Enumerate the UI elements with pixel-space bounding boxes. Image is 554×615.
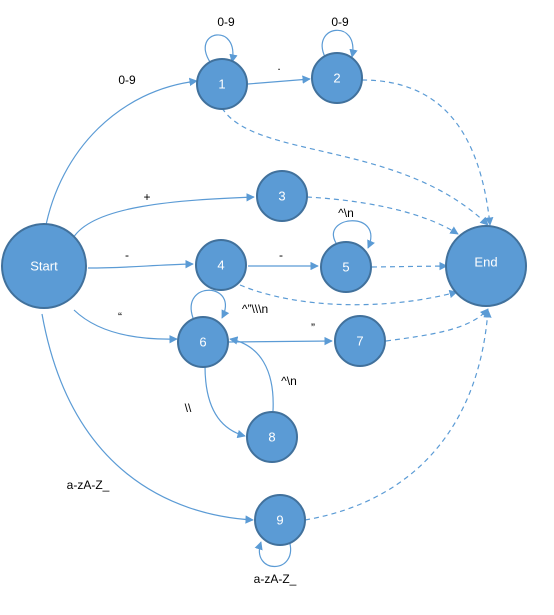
edge-label-start-9: a-zA-Z_ (67, 478, 110, 492)
edge-label-6-6: ^”\\\n (242, 302, 268, 316)
node-label-3: 3 (278, 189, 285, 204)
node-label-8: 8 (268, 430, 275, 445)
edge-8-6 (229, 336, 274, 412)
node-start: Start (1, 223, 87, 309)
edge-label-5-5: ^\n (338, 206, 354, 220)
node-label-start: Start (30, 259, 58, 274)
node-2: 2 (311, 52, 363, 104)
edge-9-end (304, 309, 492, 521)
node-label-1: 1 (218, 77, 225, 92)
edge-6-7 (227, 336, 333, 346)
node-6: 6 (177, 316, 229, 368)
node-label-9: 9 (276, 513, 283, 528)
edge-1-2 (247, 75, 311, 85)
edge-label-start-4: - (125, 248, 129, 262)
node-9: 9 (254, 494, 306, 546)
edge-2-end (361, 79, 494, 226)
edge-label-start-6: “ (118, 310, 122, 324)
edge-5-end (371, 261, 448, 271)
edge-9-9 (254, 539, 292, 568)
edge-start-6 (73, 309, 178, 344)
node-label-6: 6 (199, 335, 206, 350)
node-5: 5 (320, 241, 372, 293)
edge-start-3 (71, 193, 255, 241)
edge-label-1-1: 0-9 (217, 15, 235, 29)
edge-4-end (239, 284, 458, 306)
edge-label-1-2: . (277, 59, 280, 73)
node-8: 8 (246, 411, 298, 463)
edge-6-6 (190, 289, 230, 319)
edge-1-1 (204, 34, 238, 63)
edge-start-9 (41, 313, 254, 524)
edge-label-8-6: ^\n (281, 374, 297, 388)
edge-label-9-9: a-zA-Z_ (254, 572, 297, 586)
edge-label-6-7: ” (311, 321, 315, 335)
edge-5-5 (332, 220, 375, 249)
edge-label-6-8: \\ (185, 401, 192, 415)
edge-label-start-3: + (143, 190, 150, 204)
edge-3-end (306, 196, 459, 235)
edge-start-4 (87, 259, 194, 269)
node-label-7: 7 (356, 334, 363, 349)
edge-label-2-2: 0-9 (331, 15, 349, 29)
node-label-end: End (474, 255, 497, 270)
edge-start-1 (44, 77, 198, 231)
node-label-5: 5 (342, 260, 349, 275)
node-1: 1 (196, 58, 248, 110)
node-3: 3 (256, 170, 308, 222)
edge-2-2 (321, 29, 358, 58)
node-7: 7 (334, 315, 386, 367)
edge-label-4-5: - (279, 248, 283, 262)
node-4: 4 (195, 239, 247, 291)
edge-label-start-1: 0-9 (118, 73, 136, 87)
node-end: End (445, 225, 527, 307)
node-label-2: 2 (333, 71, 340, 86)
node-label-4: 4 (217, 258, 224, 273)
edge-6-8 (204, 365, 246, 439)
edge-7-end (385, 308, 489, 342)
